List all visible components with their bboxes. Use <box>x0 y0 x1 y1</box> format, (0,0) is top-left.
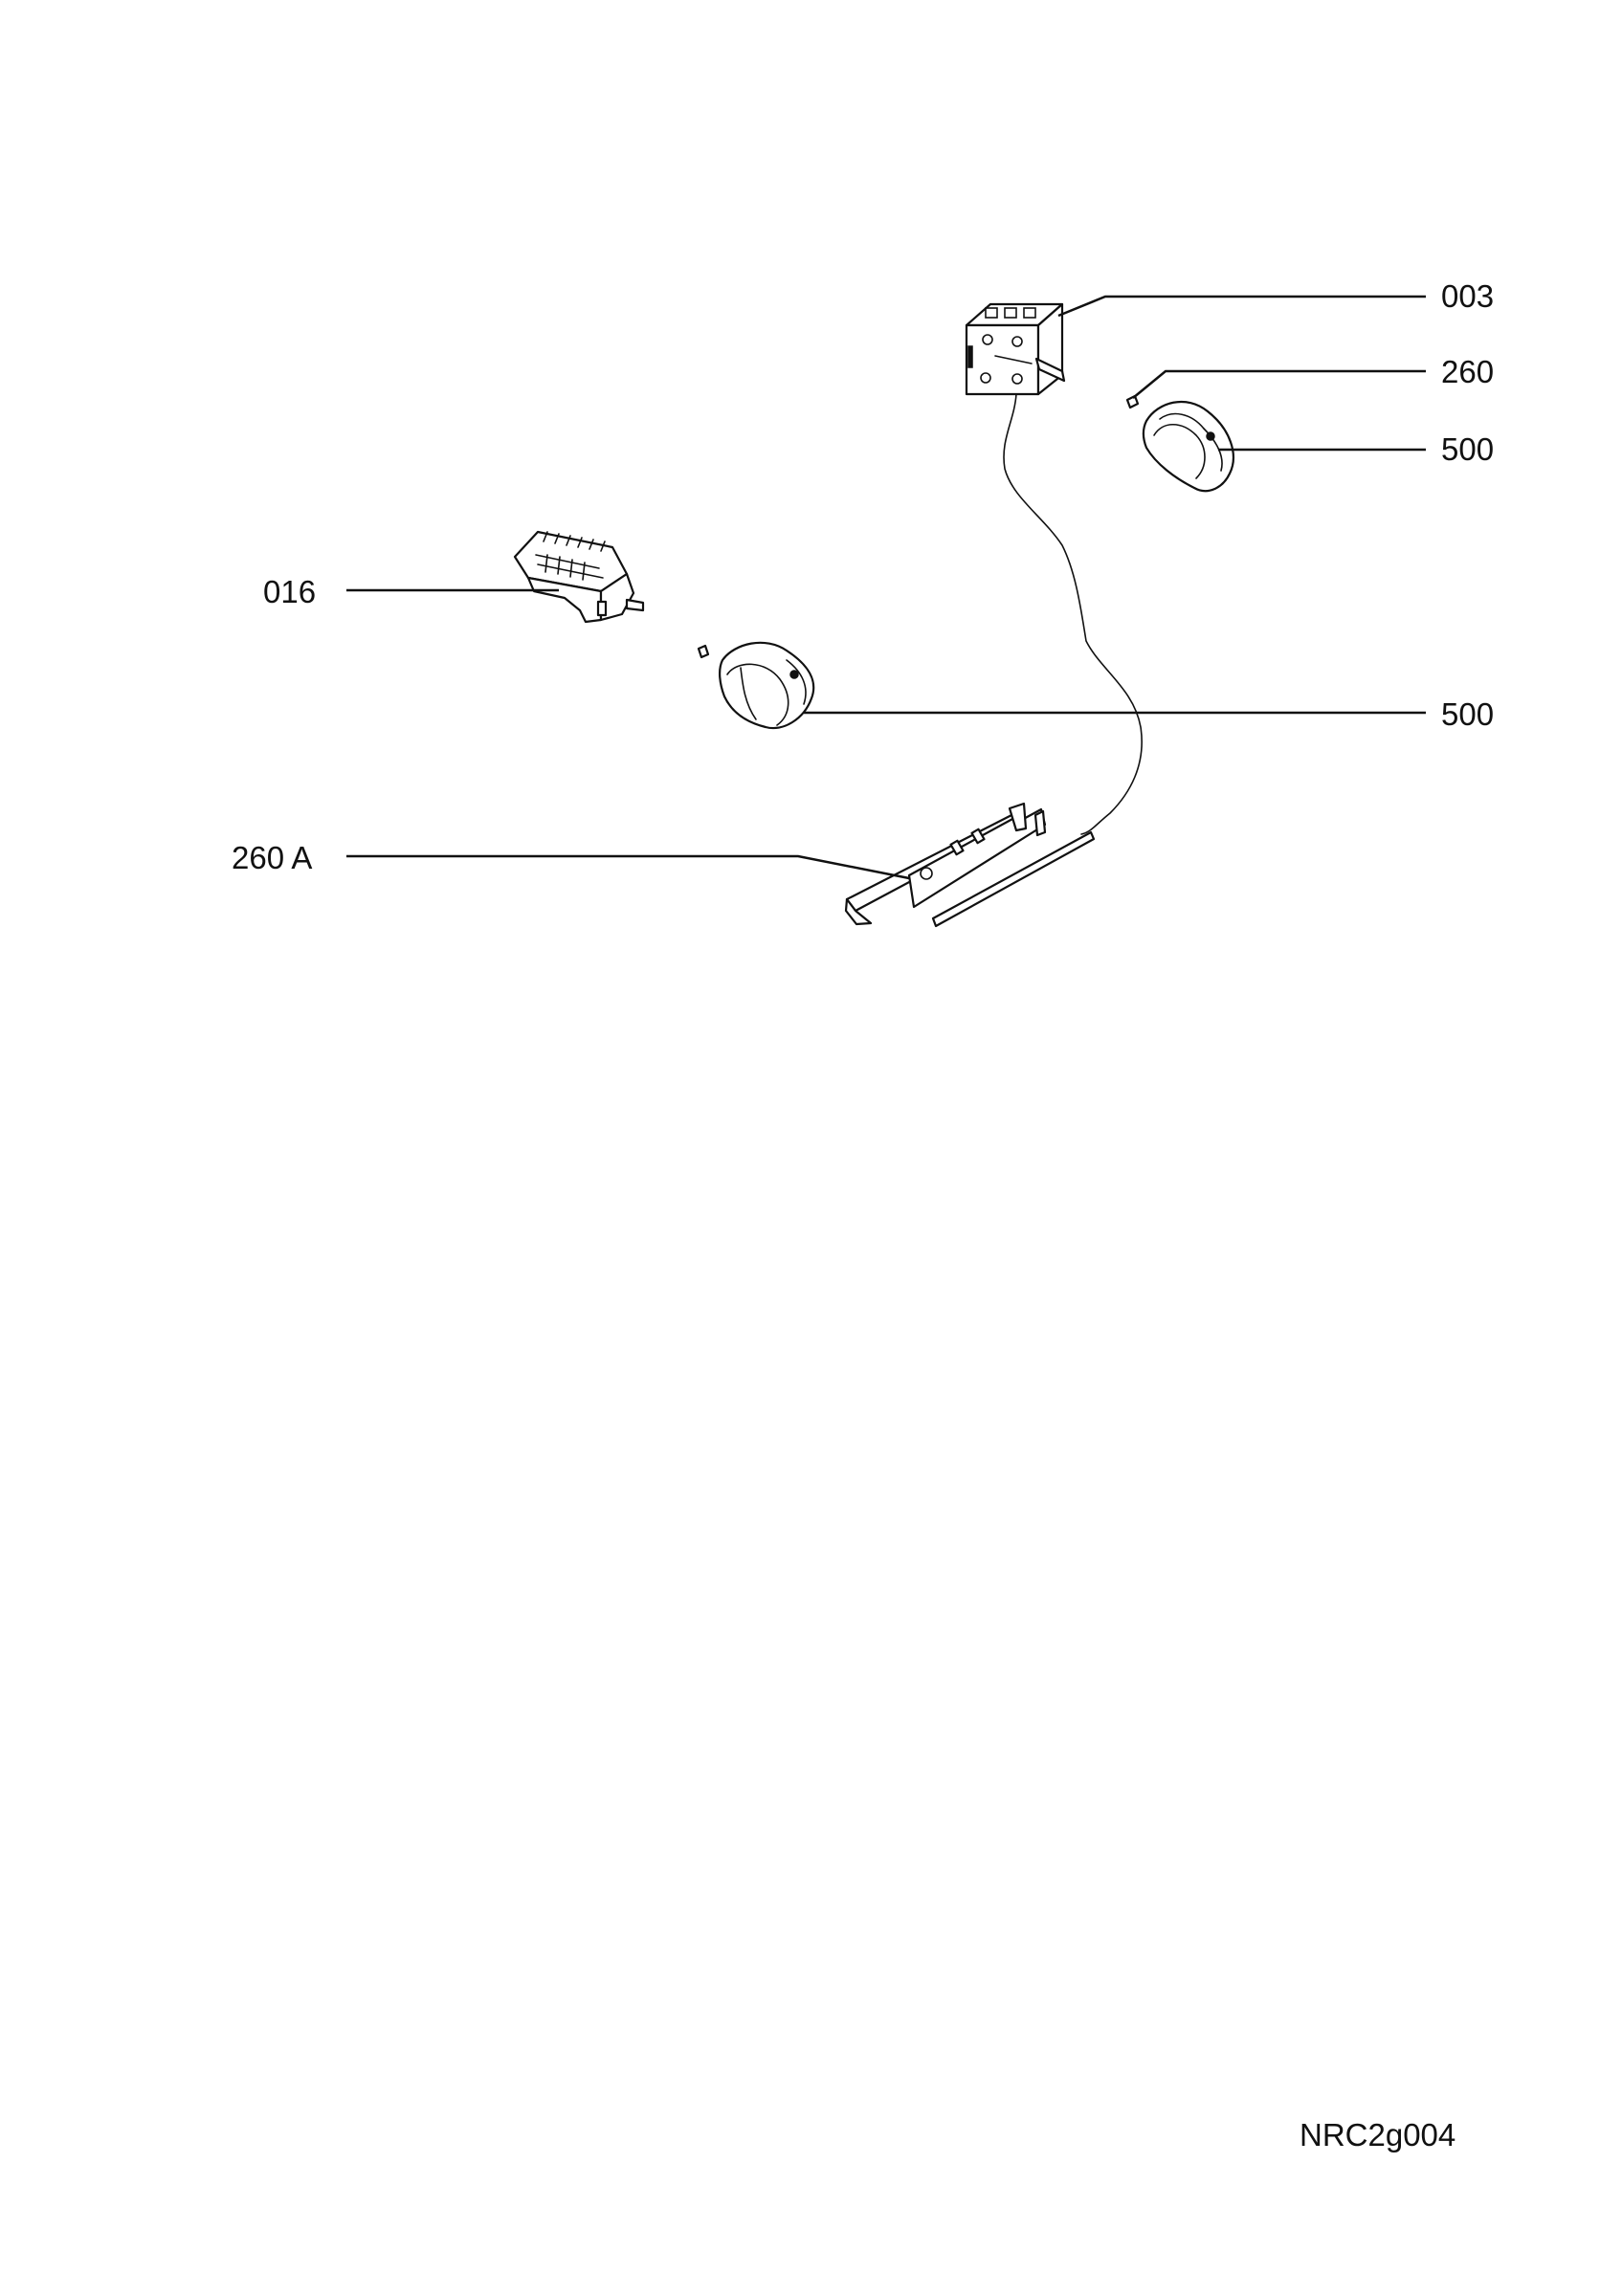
drawing-code: NRC2g004 <box>1300 2117 1455 2152</box>
label-260a: 260 A <box>232 840 312 875</box>
label-500-lower: 500 <box>1441 696 1494 732</box>
knob-part-upper <box>1142 400 1234 493</box>
label-003: 003 <box>1441 278 1494 314</box>
bracket-part <box>844 802 1096 928</box>
label-500-upper: 500 <box>1441 431 1494 467</box>
capillary-tube <box>1003 393 1143 835</box>
leader-lines <box>346 295 1426 880</box>
clip-part-upper <box>1125 394 1140 409</box>
label-260: 260 <box>1441 354 1494 389</box>
thermostat-part <box>965 302 1066 396</box>
selector-switch-part <box>513 530 645 624</box>
label-016: 016 <box>263 574 316 609</box>
clip-part-lower <box>697 644 710 659</box>
knob-part-lower <box>719 641 815 730</box>
